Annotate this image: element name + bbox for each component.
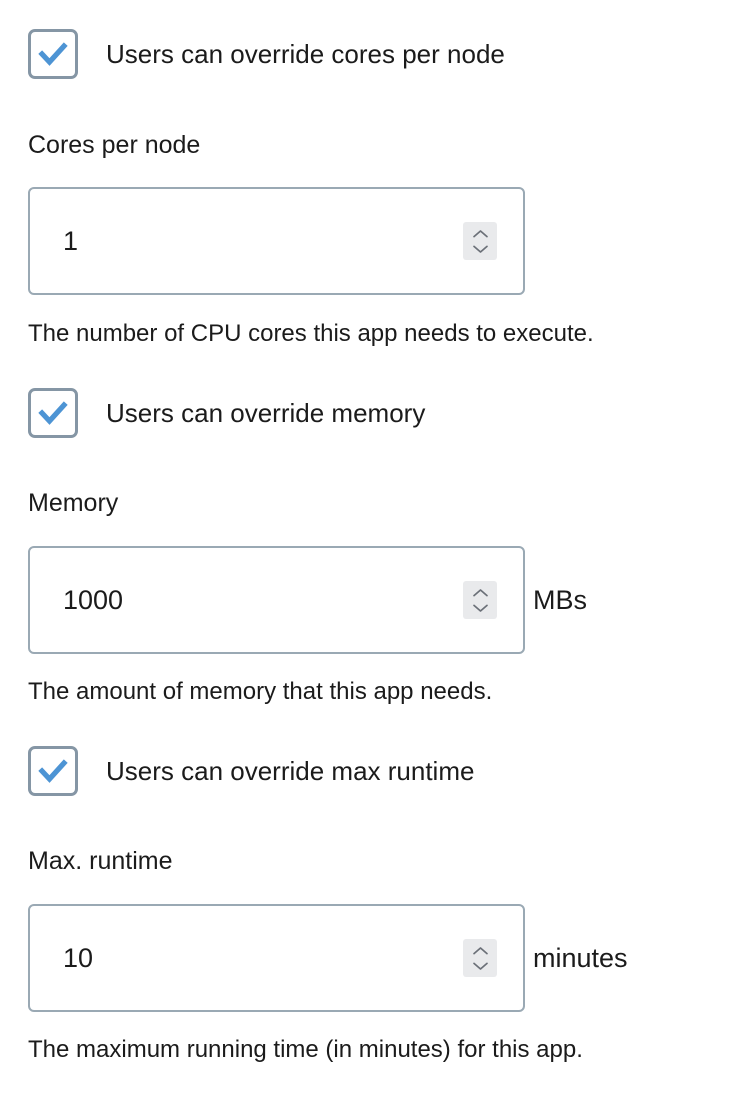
checkmark-icon: [38, 42, 68, 66]
chevron-down-icon[interactable]: [472, 244, 489, 254]
chevron-up-icon[interactable]: [472, 946, 489, 956]
input-row-max-runtime: 10 minutes: [28, 904, 628, 1012]
input-unit-max-runtime: minutes: [533, 943, 628, 973]
stepper-cores-per-node[interactable]: [463, 222, 497, 260]
checkbox-row-override-memory[interactable]: Users can override memory: [28, 387, 425, 439]
input-unit-memory: MBs: [533, 585, 587, 615]
checkbox-label-override-max-runtime: Users can override max runtime: [106, 756, 475, 786]
help-text-max-runtime: The maximum running time (in minutes) fo…: [28, 1036, 583, 1063]
input-row-cores-per-node: 1: [28, 187, 533, 295]
help-text-cores-per-node: The number of CPU cores this app needs t…: [28, 320, 594, 347]
checkbox-label-override-memory: Users can override memory: [106, 398, 426, 428]
input-value-max-runtime: 10: [63, 943, 94, 973]
help-text-memory: The amount of memory that this app needs…: [28, 678, 493, 705]
chevron-up-icon[interactable]: [472, 229, 489, 239]
field-label-memory: Memory: [28, 489, 119, 517]
checkbox-row-override-cores-per-node[interactable]: Users can override cores per node: [28, 28, 505, 80]
input-max-runtime[interactable]: 10: [28, 904, 525, 1012]
checkbox-label-override-cores-per-node: Users can override cores per node: [106, 39, 505, 69]
checkmark-icon: [38, 401, 68, 425]
input-row-memory: 1000 MBs: [28, 546, 587, 654]
stepper-memory[interactable]: [463, 581, 497, 619]
chevron-down-icon[interactable]: [472, 603, 489, 613]
checkbox-override-max-runtime[interactable]: [28, 746, 78, 796]
chevron-up-icon[interactable]: [472, 588, 489, 598]
checkmark-icon: [38, 759, 68, 783]
input-memory[interactable]: 1000: [28, 546, 525, 654]
checkbox-override-cores-per-node[interactable]: [28, 29, 78, 79]
input-value-memory: 1000: [63, 585, 124, 615]
stepper-max-runtime[interactable]: [463, 939, 497, 977]
input-cores-per-node[interactable]: 1: [28, 187, 525, 295]
chevron-down-icon[interactable]: [472, 961, 489, 971]
field-label-max-runtime: Max. runtime: [28, 847, 173, 875]
checkbox-override-memory[interactable]: [28, 388, 78, 438]
input-value-cores-per-node: 1: [63, 226, 79, 256]
checkbox-row-override-max-runtime[interactable]: Users can override max runtime: [28, 745, 474, 797]
field-label-cores-per-node: Cores per node: [28, 131, 201, 159]
